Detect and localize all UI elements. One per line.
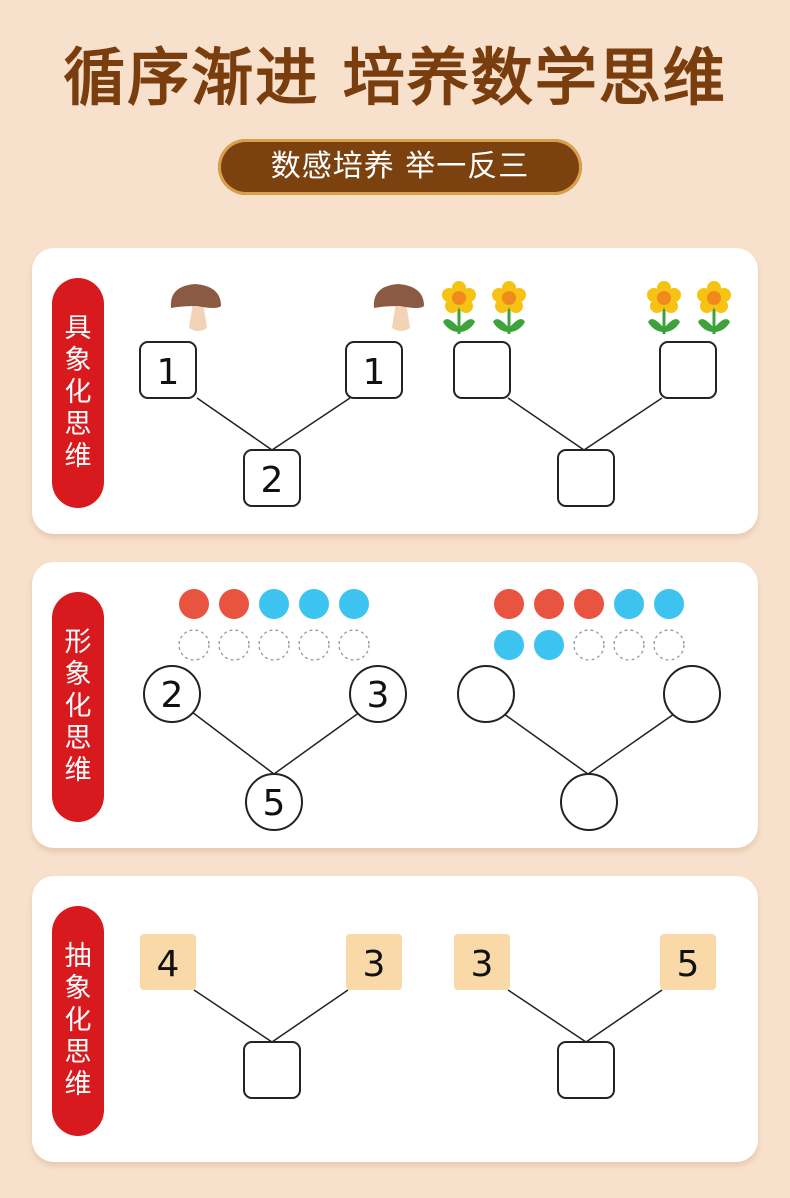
sum-value: 5 [263,783,286,824]
counting-dots [494,589,685,661]
card-image-thinking: 形 象 化 思 维 [32,562,758,848]
addend-box-left [139,341,197,399]
flower-icon [645,279,683,336]
number-bond-diagram: 4 3 3 5 [140,934,716,1099]
dot-blue [654,589,684,619]
dot-blue [534,630,564,660]
addend-box-right[interactable] [659,341,717,399]
addend-left: 2 [161,675,184,716]
card-abstract-thinking: 抽 象 化 思 维 4 3 3 5 [32,876,758,1162]
flower-icon [695,279,733,336]
addend-right: 5 [677,944,700,985]
dot-blue [259,589,289,619]
number-bond-diagram: 1 1 2 [139,279,733,507]
addend-left: 1 [157,352,180,393]
mushroom-icon [170,284,221,331]
addend-left: 3 [471,944,494,985]
number-bond-diagram: 2 3 5 [143,589,721,831]
addend-right: 3 [367,675,390,716]
page-subtitle: 数感培养 举一反三 [218,139,582,195]
dot-red [534,589,564,619]
dot-blue [339,589,369,619]
flower-icon [442,281,476,334]
addend-right: 1 [363,352,386,393]
sum-box[interactable] [243,1041,301,1099]
dot-blue [299,589,329,619]
section-tag: 具 象 化 思 维 [52,278,104,508]
counting-dots [178,589,370,661]
dot-red [494,589,524,619]
dot-red [219,589,249,619]
number-tile-left [140,934,196,990]
addend-left: 4 [157,944,180,985]
sum-value: 2 [261,460,284,501]
number-tile-left [454,934,510,990]
number-tile-right [660,934,716,990]
dot-empty [338,629,370,661]
dot-empty [613,629,645,661]
addend-circle-right [349,665,407,723]
sum-box[interactable] [557,449,615,507]
addend-box-left[interactable] [453,341,511,399]
section-tag: 形 象 化 思 维 [52,592,104,822]
page-title: 循序渐进 培养数学思维 [63,41,727,114]
dot-blue [494,630,524,660]
sum-box [243,449,301,507]
sum-circle[interactable] [560,773,618,831]
addend-box-right [345,341,403,399]
dot-red [179,589,209,619]
card-concrete-thinking: 具 象 化 思 维 [32,248,758,534]
number-tile-right [346,934,402,990]
addend-circle-left [143,665,201,723]
addend-right: 3 [363,944,386,985]
addend-circle-left[interactable] [457,665,515,723]
dot-empty [298,629,330,661]
dot-blue [614,589,644,619]
dot-empty [573,629,605,661]
dot-empty [218,629,250,661]
sum-circle [245,773,303,831]
section-tag: 抽 象 化 思 维 [52,906,104,1136]
dot-red [574,589,604,619]
mushroom-icon [373,284,424,331]
addend-circle-right[interactable] [663,665,721,723]
sum-box[interactable] [557,1041,615,1099]
dot-empty [653,629,685,661]
dot-empty [258,629,290,661]
flower-icon [490,279,528,336]
dot-empty [178,629,210,661]
